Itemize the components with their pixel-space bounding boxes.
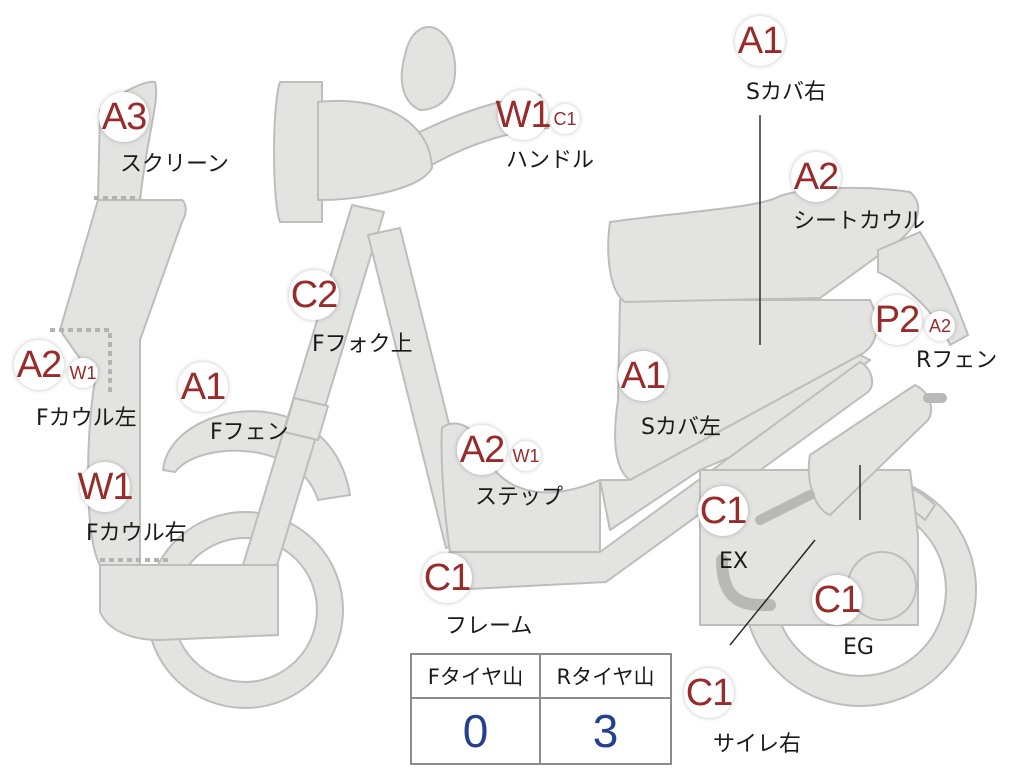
- grade-marker-frame: C1: [422, 553, 472, 603]
- label-silencer-right: サイレ右: [713, 732, 802, 757]
- label-screen: スクリーン: [120, 152, 229, 177]
- extra-marker-r-fender: A2: [925, 311, 955, 341]
- grade-marker-s-cover-right: A1: [735, 16, 785, 66]
- grade-marker-r-fender: P2: [872, 295, 922, 345]
- rear-tire-header: Rタイヤ山: [541, 655, 670, 699]
- grade-marker-f-fender: A1: [178, 362, 228, 412]
- grade-marker-screen: A3: [99, 92, 149, 142]
- grade-marker-f-cowl-right: W1: [78, 462, 134, 512]
- seat: [607, 186, 920, 303]
- label-s-cover-right: Sカバ右: [746, 80, 826, 105]
- grade-marker-silencer-right: C1: [684, 668, 734, 718]
- grade-marker-s-cover-left: A1: [618, 351, 668, 401]
- front-tire-header: Fタイヤ山: [412, 655, 541, 699]
- grade-marker-f-fork-upper: C2: [289, 270, 339, 320]
- leader-silencer: [729, 539, 816, 646]
- label-f-fork-upper: Fフォク上: [312, 332, 413, 357]
- grade-marker-seat-cowl: A2: [791, 152, 841, 202]
- label-f-cowl-right: Fカウル右: [86, 521, 187, 546]
- rear-tire-value: 3: [592, 705, 619, 757]
- grade-marker-eg: C1: [812, 575, 862, 625]
- label-seat-cowl: シートカウル: [793, 209, 926, 234]
- front-fork: [239, 204, 385, 583]
- grade-marker-step: A2: [457, 425, 507, 475]
- extra-marker-f-cowl-left: W1: [68, 358, 98, 388]
- extra-marker-handle: C1: [550, 104, 580, 134]
- label-r-fender: Rフェン: [916, 348, 998, 373]
- front-tire-value: 0: [412, 699, 541, 763]
- label-f-fender: Fフェン: [210, 420, 289, 445]
- grade-marker-handle: W1: [496, 90, 552, 140]
- grade-marker-ex: C1: [698, 486, 748, 536]
- exhaust-link: [755, 490, 815, 525]
- meter-visor: [400, 26, 457, 111]
- grade-marker-f-cowl-left: A2: [14, 340, 64, 390]
- headlight: [273, 81, 323, 223]
- front-lower-box: [99, 564, 279, 641]
- label-frame: フレーム: [445, 614, 533, 639]
- label-eg: EG: [843, 635, 874, 660]
- label-f-cowl-left: Fカウル左: [36, 406, 137, 431]
- label-ex: EX: [719, 549, 748, 574]
- cowl-split-upper: [50, 328, 112, 395]
- extra-marker-step: W1: [511, 441, 541, 471]
- shock: [807, 384, 933, 516]
- tire-tread-table: Fタイヤ山 Rタイヤ山 0 3: [410, 653, 672, 765]
- fork-band: [283, 397, 329, 441]
- head-cowl: [317, 99, 433, 201]
- label-s-cover-left: Sカバ左: [641, 415, 721, 440]
- label-handle: ハンドル: [506, 148, 595, 173]
- exhaust-pipe: [716, 554, 776, 611]
- label-step: ステップ: [475, 485, 564, 510]
